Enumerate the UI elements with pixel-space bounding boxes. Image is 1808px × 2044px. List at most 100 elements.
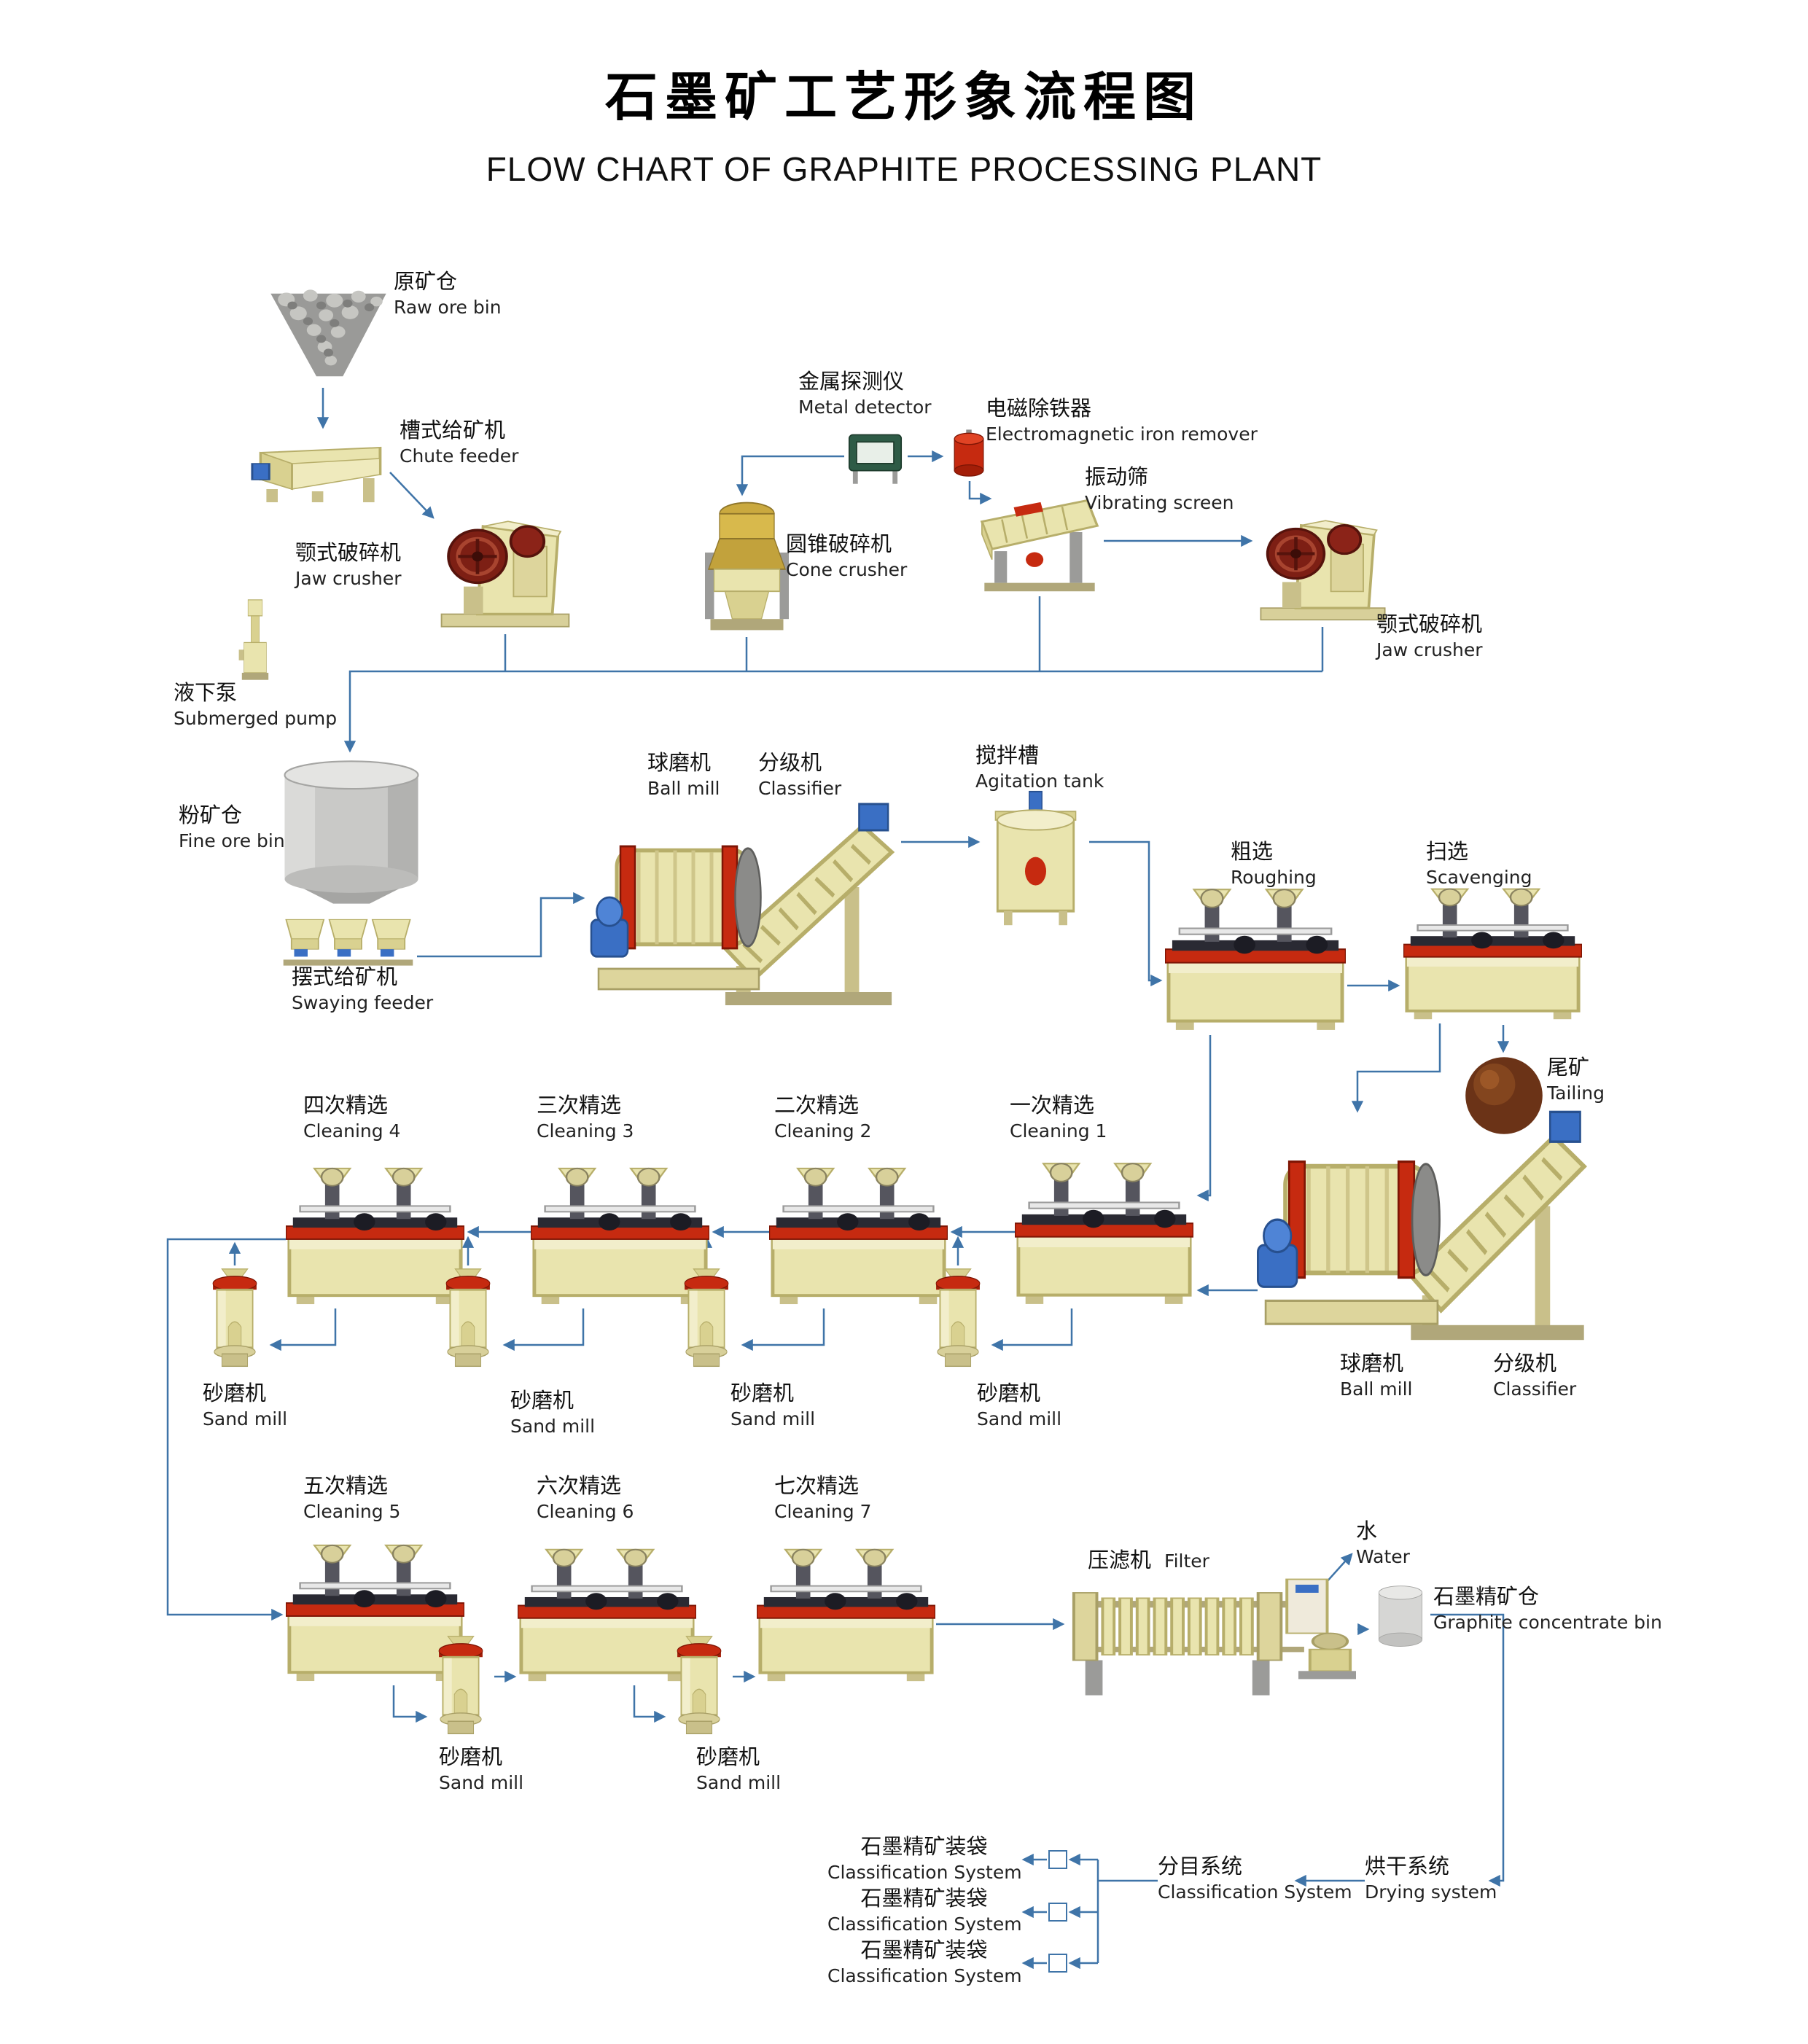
bagging-1-en: Classification System bbox=[827, 1861, 1022, 1883]
metal-detector-zh: 金属探测仪 bbox=[798, 369, 905, 394]
jaw-crusher-2-en: Jaw crusher bbox=[1376, 639, 1483, 660]
drying-system-zh: 烘干系统 bbox=[1365, 1854, 1450, 1879]
chute-feeder-en: Chute feeder bbox=[400, 445, 519, 467]
scavenging-en: Scavenging bbox=[1426, 866, 1532, 888]
cleaning-4-zh: 四次精选 bbox=[303, 1093, 389, 1117]
raw-ore-bin-en: Raw ore bin bbox=[394, 296, 502, 318]
cleaning-1-en: Cleaning 1 bbox=[1010, 1120, 1107, 1142]
cone-crusher-machine bbox=[704, 502, 790, 631]
fine-ore-bin-graphic bbox=[284, 760, 419, 905]
cleaning-3-zh: 三次精选 bbox=[537, 1093, 622, 1117]
label-classification-system: 分目系统 Classification System bbox=[1158, 1853, 1352, 1904]
water-en: Water bbox=[1356, 1545, 1410, 1567]
label-ball-mill-2: 球磨机 Ball mill bbox=[1340, 1350, 1413, 1401]
tailing-sphere bbox=[1465, 1057, 1543, 1134]
label-bagging-1: 石墨精矿装袋 Classification System bbox=[827, 1833, 1022, 1884]
label-cleaning-1: 一次精选 Cleaning 1 bbox=[1010, 1092, 1107, 1143]
sand-mill-c-en: Sand mill bbox=[730, 1408, 816, 1429]
cleaning-2-flotation-machine bbox=[769, 1169, 948, 1304]
label-sand-mill-d: 砂磨机 Sand mill bbox=[977, 1380, 1061, 1431]
swaying-feeder-zh: 摆式给矿机 bbox=[292, 964, 398, 989]
sand-mill-c-zh: 砂磨机 bbox=[730, 1381, 795, 1405]
label-fine-ore-bin: 粉矿仓 Fine ore bin bbox=[179, 802, 285, 853]
filter-zh: 压滤机 bbox=[1088, 1548, 1152, 1572]
label-raw-ore-bin: 原矿仓 Raw ore bin bbox=[394, 268, 502, 319]
cleaning-2-en: Cleaning 2 bbox=[774, 1120, 872, 1142]
label-scavenging: 扫选 Scavenging bbox=[1426, 838, 1532, 889]
jaw-crusher-2-zh: 颚式破碎机 bbox=[1376, 612, 1483, 636]
jaw-crusher-2-machine bbox=[1260, 520, 1384, 620]
label-bagging-3: 石墨精矿装袋 Classification System bbox=[827, 1937, 1022, 1988]
label-cleaning-5: 五次精选 Cleaning 5 bbox=[303, 1472, 400, 1524]
cleaning-5-zh: 五次精选 bbox=[303, 1473, 389, 1498]
sand-mill-e-zh: 砂磨机 bbox=[439, 1744, 503, 1769]
ball-mill-2-en: Ball mill bbox=[1340, 1378, 1413, 1400]
scavenging-flotation-machine bbox=[1403, 889, 1582, 1020]
label-cone-crusher: 圆锥破碎机 Cone crusher bbox=[786, 531, 907, 582]
cleaning-5-en: Cleaning 5 bbox=[303, 1500, 401, 1522]
sand-mill-d-en: Sand mill bbox=[977, 1408, 1062, 1429]
vibrating-screen-machine bbox=[981, 499, 1099, 593]
sand-mill-f-en: Sand mill bbox=[696, 1771, 782, 1793]
bagging-2-en: Classification System bbox=[827, 1913, 1022, 1935]
cleaning-1-flotation-machine bbox=[1015, 1163, 1193, 1304]
label-drying-system: 烘干系统 Drying system bbox=[1365, 1853, 1497, 1904]
metal-detector-en: Metal detector bbox=[798, 396, 932, 418]
sand-mill-a-machine bbox=[211, 1268, 258, 1368]
metal-detector-machine bbox=[848, 434, 903, 485]
bagging-3-en: Classification System bbox=[827, 1965, 1022, 1986]
cleaning-7-flotation-machine bbox=[757, 1550, 935, 1681]
label-cleaning-3: 三次精选 Cleaning 3 bbox=[537, 1092, 634, 1143]
label-cleaning-2: 二次精选 Cleaning 2 bbox=[774, 1092, 871, 1143]
sand-mill-f-zh: 砂磨机 bbox=[696, 1744, 760, 1769]
ball-mill-1-zh: 球磨机 bbox=[647, 750, 712, 775]
iron-remover-en: Electromagnetic iron remover bbox=[986, 423, 1258, 445]
label-swaying-feeder: 摆式给矿机 Swaying feeder bbox=[292, 964, 433, 1015]
roughing-flotation-machine bbox=[1165, 889, 1346, 1030]
cleaning-3-en: Cleaning 3 bbox=[537, 1120, 634, 1142]
agitation-tank-en: Agitation tank bbox=[975, 770, 1104, 792]
bagging-2-zh: 石墨精矿装袋 bbox=[860, 1886, 988, 1911]
label-concentrate-bin: 石墨精矿仓 Graphite concentrate bin bbox=[1433, 1583, 1662, 1634]
classification-system-zh: 分目系统 bbox=[1158, 1854, 1243, 1879]
label-iron-remover: 电磁除铁器 Electromagnetic iron remover bbox=[986, 395, 1258, 446]
jaw-crusher-1-en: Jaw crusher bbox=[295, 567, 402, 589]
drying-system-en: Drying system bbox=[1365, 1881, 1497, 1903]
classifier-2-en: Classifier bbox=[1493, 1378, 1577, 1400]
scavenging-zh: 扫选 bbox=[1426, 839, 1469, 864]
filter-press-machine bbox=[1072, 1577, 1356, 1697]
sand-mill-f-machine bbox=[676, 1635, 722, 1735]
label-sand-mill-f: 砂磨机 Sand mill bbox=[696, 1744, 781, 1795]
tailing-zh: 尾矿 bbox=[1547, 1055, 1590, 1080]
fine-ore-bin-zh: 粉矿仓 bbox=[179, 803, 243, 827]
label-metal-detector: 金属探测仪 Metal detector bbox=[798, 368, 932, 419]
cleaning-5-flotation-machine bbox=[286, 1545, 464, 1681]
vibrating-screen-zh: 振动筛 bbox=[1085, 464, 1149, 489]
page-title: 石墨矿工艺形象流程图 FLOW CHART OF GRAPHITE PROCES… bbox=[0, 54, 1808, 189]
label-jaw-crusher-2: 颚式破碎机 Jaw crusher bbox=[1376, 611, 1482, 662]
water-zh: 水 bbox=[1356, 1518, 1378, 1543]
submerged-pump-en: Submerged pump bbox=[174, 707, 338, 729]
chute-feeder-zh: 槽式给矿机 bbox=[400, 418, 506, 442]
jaw-crusher-1-zh: 颚式破碎机 bbox=[295, 540, 402, 565]
label-roughing: 粗选 Roughing bbox=[1231, 838, 1317, 889]
raw-ore-bin-zh: 原矿仓 bbox=[394, 269, 458, 294]
label-cleaning-7: 七次精选 Cleaning 7 bbox=[774, 1472, 871, 1524]
bagging-square-3 bbox=[1048, 1954, 1067, 1973]
cleaning-6-flotation-machine bbox=[518, 1550, 696, 1681]
cleaning-4-flotation-machine bbox=[286, 1169, 464, 1304]
agitation-tank-zh: 搅拌槽 bbox=[975, 743, 1040, 768]
label-classifier-1: 分级机 Classifier bbox=[758, 749, 841, 800]
sand-mill-d-machine bbox=[935, 1268, 981, 1368]
sand-mill-c-machine bbox=[683, 1268, 730, 1368]
cleaning-1-zh: 一次精选 bbox=[1010, 1093, 1095, 1117]
concentrate-bin-graphic bbox=[1378, 1585, 1423, 1647]
bagging-3-zh: 石墨精矿装袋 bbox=[860, 1938, 988, 1962]
label-cleaning-6: 六次精选 Cleaning 6 bbox=[537, 1472, 634, 1524]
sand-mill-d-zh: 砂磨机 bbox=[977, 1381, 1041, 1405]
sand-mill-b-machine bbox=[445, 1268, 491, 1368]
agitation-tank-machine bbox=[994, 789, 1078, 927]
